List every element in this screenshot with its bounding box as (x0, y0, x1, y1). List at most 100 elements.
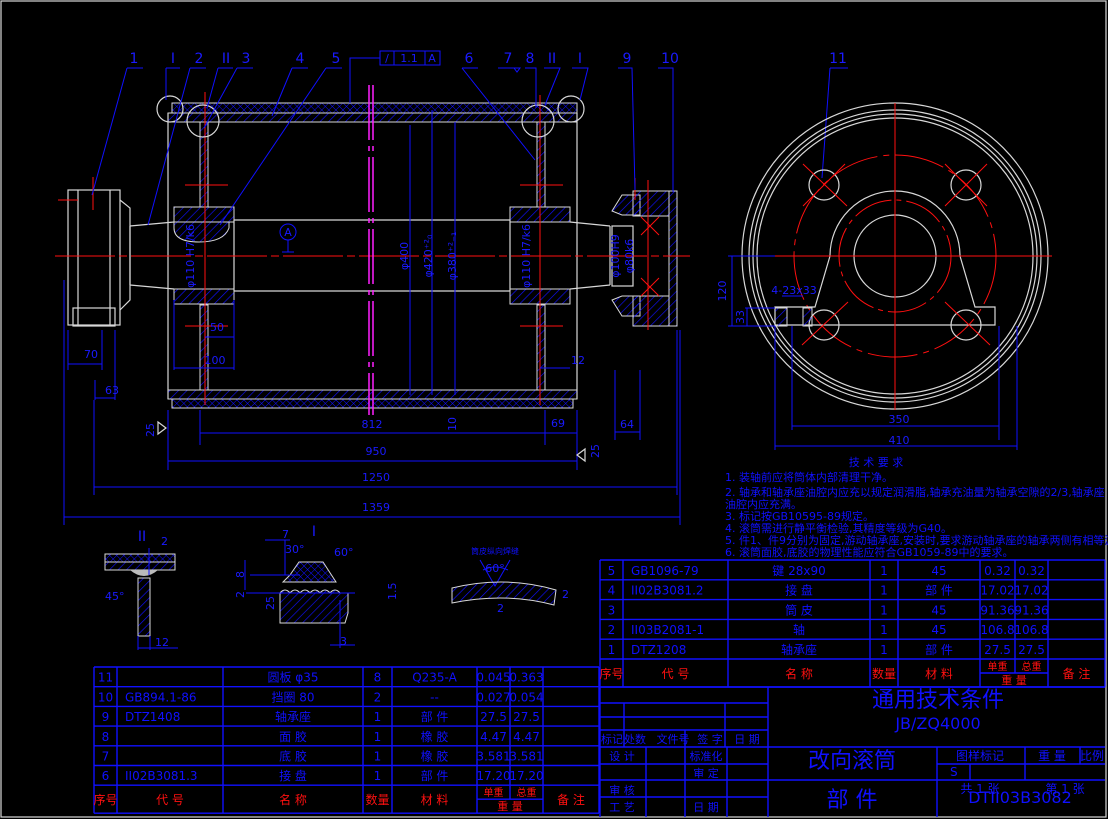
svg-text:50: 50 (210, 321, 224, 334)
svg-text:图样标记: 图样标记 (956, 748, 1004, 763)
table-cell: 7 (102, 750, 110, 764)
callout-numbers: 1 I 2 II 3 4 5 6 7 8 II I 9 10 11 (130, 51, 847, 67)
table-cell: 9 (102, 710, 110, 724)
table-cell: 27.5 (480, 710, 507, 724)
svg-text:2: 2 (234, 591, 247, 598)
table-cell: 3 (608, 603, 616, 617)
table-header-seq: 序号 (599, 666, 623, 681)
detail-I: I 7 30° 60° 8 2 1.5 3 25 (234, 524, 399, 648)
table-cell: 45 (931, 603, 946, 617)
table-cell: 106.8 (1014, 623, 1048, 637)
table-cell: 橡 胶 (421, 729, 449, 744)
table-cell: 17.02 (980, 584, 1014, 598)
svg-text:日 期: 日 期 (693, 801, 719, 814)
end-disk-left-bottom (199, 304, 209, 391)
tech-item: 3. 标记按GB10595-89规定。 (725, 509, 874, 523)
svg-text:812: 812 (362, 418, 383, 431)
table-cell: DTZ1408 (125, 710, 180, 724)
end-disk-left-top (199, 121, 209, 208)
drawing-name: 改向滚筒 (808, 749, 896, 774)
table-cell: 5 (608, 564, 616, 578)
table-cell: 106.8 (980, 623, 1014, 637)
table-header-seq: 序号 (93, 792, 117, 807)
svg-text:8: 8 (234, 571, 247, 578)
left-bearing-housing (58, 177, 131, 327)
svg-text:410: 410 (889, 434, 910, 447)
table-cell: 8 (102, 730, 110, 744)
table-cell: 17.20 (476, 769, 510, 783)
svg-text:1.1: 1.1 (400, 52, 418, 65)
svg-text:950: 950 (366, 445, 387, 458)
svg-text:φ80k6: φ80k6 (623, 239, 636, 274)
table-cell: 91.36 (980, 603, 1014, 617)
svg-text:标记: 标记 (601, 732, 623, 746)
table-cell: II03B2081-1 (631, 623, 704, 637)
table-cell: 4 (608, 584, 616, 598)
svg-text:工 艺: 工 艺 (609, 801, 635, 814)
table-cell: 0.32 (984, 564, 1011, 578)
svg-text:10: 10 (446, 417, 459, 431)
svg-text:1250: 1250 (362, 471, 390, 484)
callout-5: 5 (332, 51, 341, 67)
table-cell: 1 (880, 564, 888, 578)
table-cell: 轴承座 (275, 709, 311, 724)
hub-left-bottom (173, 288, 235, 305)
svg-text:33: 33 (734, 310, 747, 324)
tech-item: 1. 装轴前应将筒体内部清理干净。 (725, 470, 893, 484)
table-header-total-weight: 总重 (1022, 660, 1042, 673)
callout-4: 4 (296, 51, 305, 67)
tech-item: 5. 件1、件9分别为固定,游动轴承座,安装时,要求游动轴承座的轴承两侧有相等游… (725, 533, 1108, 547)
svg-text:第 1 张: 第 1 张 (1045, 782, 1084, 796)
right-bearing-housing (611, 178, 678, 330)
table-cell: 3.581 (509, 750, 543, 764)
detail-weld: 筒皮纵向焊缝 60° 2 2 (451, 546, 569, 615)
table-header-name: 名 称 (279, 792, 307, 807)
tech-item: 油腔内应充满。 (725, 497, 802, 511)
table-cell: 27.5 (1018, 643, 1045, 657)
svg-text:A: A (428, 52, 436, 65)
svg-text:φ400: φ400 (398, 242, 411, 270)
table-cell: 10 (98, 690, 113, 704)
callout-7: 7 (504, 51, 513, 67)
table-cell: 1 (880, 584, 888, 598)
table-cell: 2 (374, 690, 382, 704)
callout-10: 10 (661, 51, 679, 67)
drawing-number: DTII03B3082 (968, 788, 1072, 807)
table-cell: Q235-A (412, 671, 457, 685)
table-cell: 1 (608, 643, 616, 657)
tech-item: 4. 滚筒需进行静平衡检验,其精度等级为G40。 (725, 521, 952, 535)
svg-text:审 定: 审 定 (693, 766, 719, 780)
svg-text:25: 25 (589, 444, 602, 458)
table-header-unit-weight: 单重 (484, 786, 504, 799)
svg-text:4-23x33: 4-23x33 (771, 284, 816, 297)
svg-text:签 字: 签 字 (697, 732, 723, 746)
table-cell: 面 胶 (279, 729, 307, 744)
dimension-lines (63, 110, 681, 525)
table-header-material: 材 料 (421, 793, 449, 807)
datum-label: A (284, 226, 292, 239)
table-cell: 45 (931, 564, 946, 578)
svg-text:标准化: 标准化 (690, 749, 723, 763)
callout-detail-I: I (171, 51, 175, 67)
callout-detail-I-right: I (578, 51, 582, 67)
table-cell: 键 28x90 (772, 564, 825, 578)
svg-text:60°: 60° (334, 546, 354, 559)
table-header-qty: 数量 (365, 792, 389, 807)
callout-2: 2 (195, 51, 204, 67)
callout-detail-II-right: II (548, 51, 556, 67)
svg-text:比例: 比例 (1080, 749, 1104, 763)
svg-text:审 核: 审 核 (609, 783, 635, 797)
table-cell: 4.47 (513, 730, 540, 744)
svg-text:II: II (138, 529, 146, 545)
table-cell: II02B3081.3 (125, 769, 198, 783)
hub-left-key (173, 221, 230, 243)
table-header-material: 材 料 (925, 667, 953, 681)
table-cell: DTZ1208 (631, 643, 686, 657)
table-header-qty: 数量 (872, 666, 896, 681)
